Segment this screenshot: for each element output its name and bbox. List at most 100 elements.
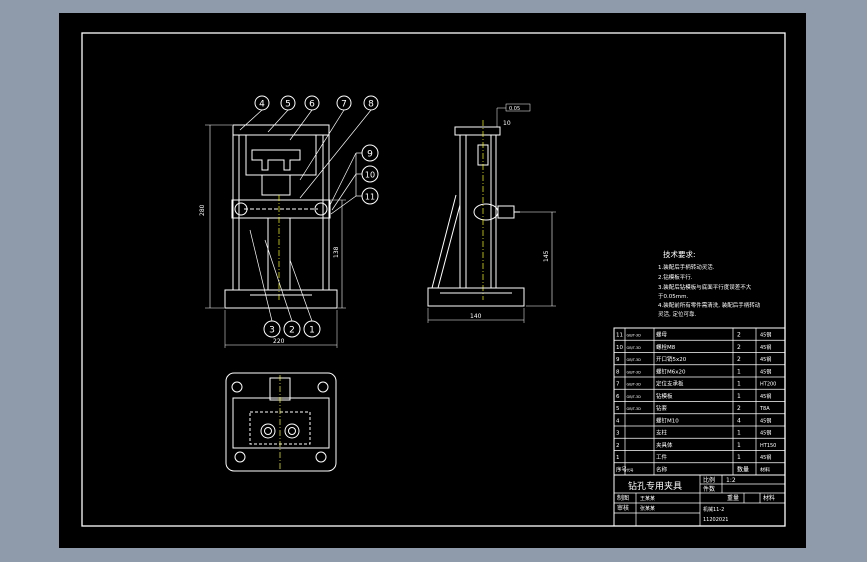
svg-text:4: 4 xyxy=(259,100,265,110)
bom-row-name: 定位支承板 xyxy=(656,380,684,388)
bom-row-material: 45钢 xyxy=(760,344,771,351)
svg-text:5: 5 xyxy=(285,100,291,110)
front-inner-height-dim: 138 xyxy=(333,246,340,258)
weight-label: 重量 xyxy=(727,494,739,502)
bom-row-no: 11 xyxy=(616,333,623,339)
svg-text:2: 2 xyxy=(289,326,295,336)
bom-row-material: HT200 xyxy=(760,382,776,388)
bom-header-name: 名称 xyxy=(656,465,668,473)
side-width-dim: 140 xyxy=(470,313,482,320)
bom-row-material: HT150 xyxy=(760,443,776,449)
bom-row-no: 4 xyxy=(616,418,620,424)
bom-row-code: GB/T-3D xyxy=(627,370,642,374)
balloon-5: 5 xyxy=(280,95,296,111)
bom-row-material: 45钢 xyxy=(760,393,771,400)
inner-frame xyxy=(81,32,786,527)
bom-row-name: 工件 xyxy=(656,453,668,461)
leader-lines xyxy=(239,109,372,322)
tech-req-line-1: 1.装配后手柄转动灵活. xyxy=(658,263,715,271)
drawn-label: 制图 xyxy=(617,494,629,502)
balloon-2: 2 xyxy=(283,320,301,338)
front-view xyxy=(205,124,346,348)
bom-row-qty: 4 xyxy=(737,417,741,424)
scale-value: 1:2 xyxy=(726,477,736,484)
bom-row-name: 支柱 xyxy=(656,429,668,437)
bom-row-qty: 2 xyxy=(737,356,741,363)
balloon-8: 8 xyxy=(363,95,379,111)
svg-text:6: 6 xyxy=(309,100,315,110)
drawn-name: 王某某 xyxy=(640,496,655,502)
svg-text:9: 9 xyxy=(367,150,373,160)
bom-row-qty: 1 xyxy=(737,393,741,400)
bom-row-no: 3 xyxy=(616,431,620,437)
side-top-small-dim: 10 xyxy=(503,120,511,127)
bom-row-code: GB/T-3D xyxy=(627,407,642,411)
bom-row-name: 钻模板 xyxy=(656,392,673,400)
pieces-label: 件数 xyxy=(703,485,715,493)
bom-row-code: GB/T-3D xyxy=(627,358,642,362)
checked-name: 张某某 xyxy=(640,505,655,512)
tech-req-line-5: 4.装配前所有零件需清洗, 装配后手柄转动 xyxy=(658,301,761,309)
bom-row-code: GB/T-3D xyxy=(627,334,642,338)
svg-text:11: 11 xyxy=(365,193,375,202)
bom-header-no: 序号 xyxy=(616,465,628,473)
bom-row-qty: 1 xyxy=(737,381,741,388)
bom-row-qty: 2 xyxy=(737,344,741,351)
bom-row-name: 钻套 xyxy=(656,404,668,412)
svg-text:8: 8 xyxy=(368,100,374,110)
front-height-dim: 280 xyxy=(199,204,206,216)
bom-row-no: 6 xyxy=(616,394,620,400)
svg-text:1: 1 xyxy=(309,326,315,336)
bom-header-code: 代号 xyxy=(627,467,635,472)
drawing-title: 钻孔专用夹具 xyxy=(628,480,682,492)
bom-row-qty: 1 xyxy=(737,368,741,375)
bom-row-name: 夹具体 xyxy=(656,441,673,449)
tech-req-line-3: 3.装配后钻模板与底面平行度误差不大 xyxy=(658,283,752,291)
svg-text:3: 3 xyxy=(269,326,275,336)
bom-header-material: 材料 xyxy=(760,466,770,473)
bom-row-no: 7 xyxy=(616,382,620,388)
bom-row-name: 螺钉M6x20 xyxy=(656,367,686,375)
bom-row-qty: 1 xyxy=(737,442,741,449)
bom-row-code: GB/T-3D xyxy=(627,395,642,399)
balloon-6: 6 xyxy=(304,95,320,111)
checked-label: 审核 xyxy=(617,504,629,512)
side-height-dim: 145 xyxy=(543,250,550,262)
bom-row-material: 45钢 xyxy=(760,430,771,437)
bom-row-material: T8A xyxy=(759,406,770,412)
bom-header-qty: 数量 xyxy=(737,465,749,473)
title-block xyxy=(613,474,786,527)
svg-text:10: 10 xyxy=(365,171,375,180)
balloon-4: 4 xyxy=(254,95,270,111)
side-view xyxy=(427,103,556,323)
scale-label: 比例 xyxy=(703,476,715,484)
bom-row-code: GB/T-3D xyxy=(627,383,642,387)
tech-req-title: 技术要求: xyxy=(663,249,696,259)
bom-row-no: 2 xyxy=(616,443,620,449)
top-view xyxy=(225,372,337,472)
bom-row-qty: 2 xyxy=(737,332,741,339)
bom-row-no: 1 xyxy=(616,455,620,461)
bom-row-qty: 2 xyxy=(737,405,741,412)
class-line: 机械11-2 xyxy=(703,506,724,513)
svg-text:7: 7 xyxy=(341,100,347,110)
bom-row-no: 5 xyxy=(616,406,620,412)
bom-row-name: 螺母 xyxy=(656,331,668,339)
balloon-1: 1 xyxy=(303,320,321,338)
bom-row-material: 45钢 xyxy=(760,356,771,363)
bom-row-no: 8 xyxy=(616,369,620,375)
bom-row-material: 45钢 xyxy=(760,332,771,339)
drawing-sheet xyxy=(59,13,806,548)
bom-row-qty: 1 xyxy=(737,430,741,437)
side-top-note: 0.05 xyxy=(509,106,520,112)
tech-req-line-4: 于0.05mm. xyxy=(658,293,688,300)
bom-row-material: 45钢 xyxy=(760,417,771,424)
bom-row-qty: 1 xyxy=(737,454,741,461)
number-line: 11202021 xyxy=(703,517,728,523)
tech-req-line-2: 2.钻模板平行. xyxy=(658,273,693,281)
material-label: 材料 xyxy=(763,494,775,502)
bom-row-name: 螺栓M8 xyxy=(656,343,676,351)
bom-row-name: 螺钉M10 xyxy=(656,416,679,424)
front-width-dim: 220 xyxy=(273,338,285,345)
